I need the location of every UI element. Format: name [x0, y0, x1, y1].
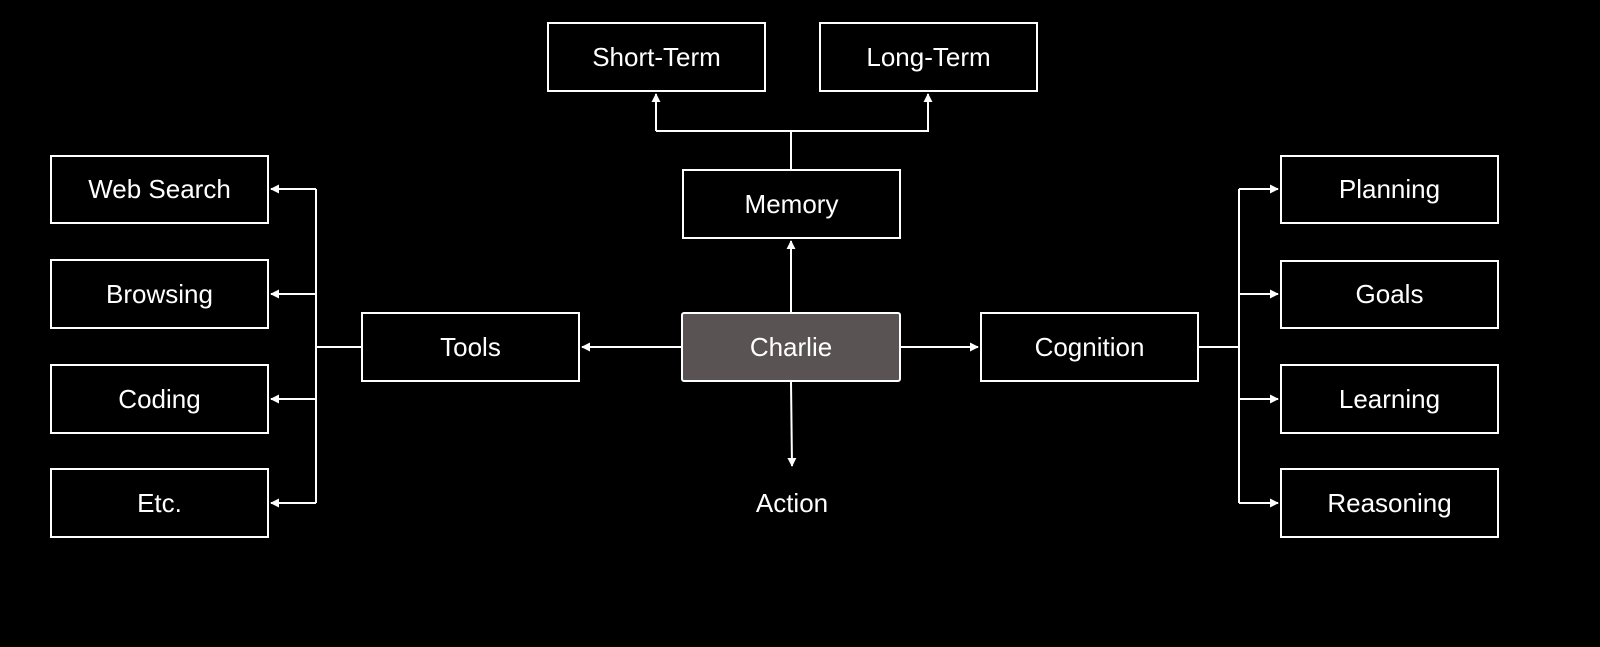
node-cognition: Cognition [980, 312, 1199, 382]
node-memory: Memory [682, 169, 901, 239]
node-web-search: Web Search [50, 155, 269, 224]
node-long-term: Long-Term [819, 22, 1038, 92]
label-action: Action [755, 488, 829, 518]
node-learning: Learning [1280, 364, 1499, 434]
node-reasoning: Reasoning [1280, 468, 1499, 538]
node-coding: Coding [50, 364, 269, 434]
node-etc: Etc. [50, 468, 269, 538]
node-tools: Tools [361, 312, 580, 382]
edge-memory-trunk [656, 130, 792, 169]
node-short-term: Short-Term [547, 22, 766, 92]
edge-charlie-action [787, 381, 797, 467]
node-charlie: Charlie [681, 312, 901, 382]
node-goals: Goals [1280, 260, 1499, 329]
node-browsing: Browsing [50, 259, 269, 329]
node-planning: Planning [1280, 155, 1499, 224]
edge-memory-longterm [791, 93, 933, 132]
